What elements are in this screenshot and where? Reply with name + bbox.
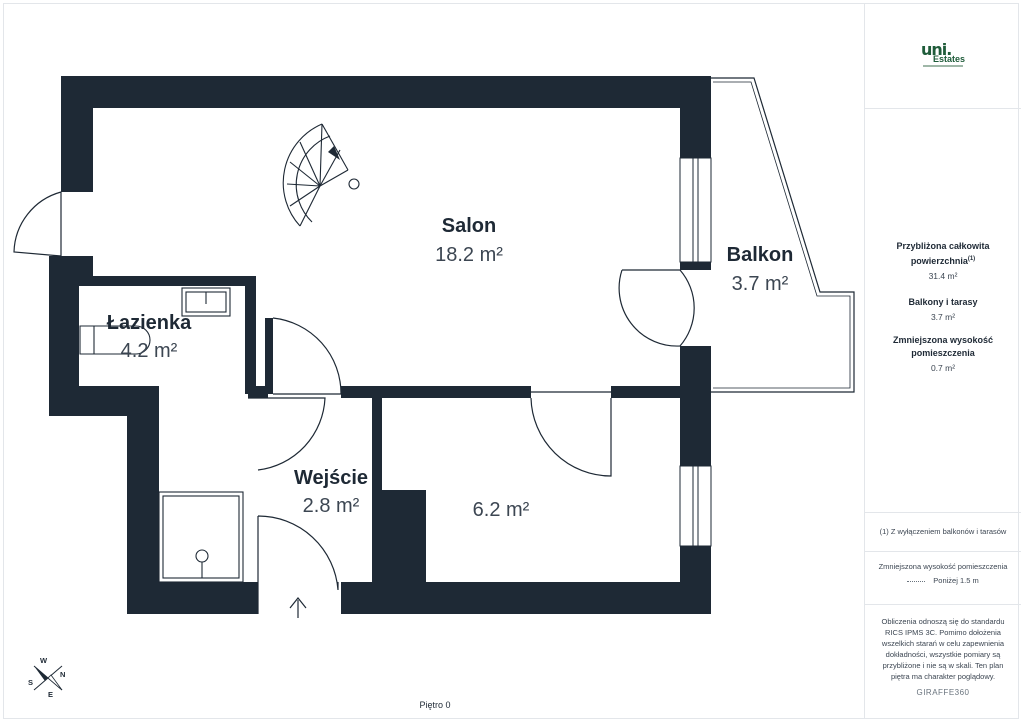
room-name-lazienka: Łazienka <box>107 312 192 334</box>
wall-bottom-left <box>127 582 258 614</box>
wall-right-mid2 <box>680 346 711 466</box>
legend-dotted-line <box>907 580 926 582</box>
wall-bottom-right <box>341 582 711 614</box>
door-balcony-swing <box>618 269 695 347</box>
logo-brand: Estates <box>933 54 966 64</box>
total-area-value: 31.4 m² <box>928 271 958 281</box>
compass: W N S E <box>26 656 70 700</box>
room-name-salon: Salon <box>442 215 496 237</box>
total-area-note-marker: (1) <box>967 256 976 262</box>
legend: Zmniejszona wysokość pomieszczenia Poniż… <box>865 550 1021 605</box>
disclaimer: Obliczenia odnoszą się do standardu RICS… <box>881 617 1005 681</box>
windows <box>679 157 712 547</box>
reduced-height-label: Zmniejszona wysokość pomieszczenia <box>892 335 994 358</box>
wall-bath-right <box>245 276 256 394</box>
page-frame <box>3 3 1019 719</box>
credit-logo: GIRAFFE360 <box>916 688 970 697</box>
room-labels: Salon 18.2 m² Balkon 3.7 m² Łazienka 4.2… <box>107 215 794 521</box>
room-area-lazienka: 4.2 m² <box>121 340 178 362</box>
wall-top <box>61 76 711 108</box>
balconies-value: 3.7 m² <box>930 312 956 322</box>
total-area-block: Przybliżona całkowita powierzchnia(1) 31… <box>865 240 1021 293</box>
doors <box>13 191 695 614</box>
legend-title: Zmniejszona wysokość pomieszczenia <box>878 562 1008 571</box>
walls <box>49 76 711 614</box>
total-area-label: Przybliżona całkowita powierzchnia <box>896 241 990 266</box>
wall-right-upper <box>680 76 711 158</box>
door-room-swing <box>530 391 612 477</box>
compass-e: E <box>48 690 54 699</box>
balconies-block: Balkony i tarasy 3.7 m² <box>865 296 1021 334</box>
room-area-room: 6.2 m² <box>473 499 530 521</box>
balcony-outline <box>711 77 855 393</box>
balconies-label: Balkony i tarasy <box>908 297 978 307</box>
compass-n: N <box>60 670 66 679</box>
room-name-balkon: Balkon <box>727 244 794 266</box>
wall-inner-v <box>265 318 273 394</box>
wall-inner-h2 <box>611 386 681 398</box>
bathroom-fixtures <box>79 287 244 583</box>
compass-rose-icon <box>33 665 63 691</box>
wall-bath-top <box>49 276 256 286</box>
entrance-arrow-icon <box>289 597 307 618</box>
door-left-swing <box>13 191 62 257</box>
window-room <box>679 465 712 547</box>
shower <box>158 491 244 583</box>
door-entrance-swing <box>257 515 339 614</box>
sidebar: uni. Estates Przybliżona całkowita powie… <box>864 4 1021 719</box>
reduced-height-block: Zmniejszona wysokość pomieszczenia 0.7 m… <box>865 334 1021 385</box>
room-area-wejscie: 2.8 m² <box>303 495 360 517</box>
legend-item: Poniżej 1.5 m <box>933 576 979 585</box>
bath-toilet <box>79 325 151 355</box>
window-salon <box>679 157 712 263</box>
spiral-stairs <box>282 123 360 227</box>
wall-left-upper <box>61 76 93 192</box>
area-summary: Przybliżona całkowita powierzchnia(1) 31… <box>865 108 1021 512</box>
footnote: (1) Z wyłączeniem balkonów i tarasów <box>865 512 1021 552</box>
logo-section: uni. Estates <box>865 4 1021 109</box>
reduced-height-value: 0.7 m² <box>930 363 956 373</box>
wall-left-joint <box>49 256 93 276</box>
wall-right-lower <box>680 546 711 614</box>
wall-inner-h3 <box>248 386 268 398</box>
compass-s: S <box>28 678 34 687</box>
wall-block <box>382 490 426 582</box>
compass-w: W <box>40 656 48 665</box>
logo-mark: uni. <box>921 40 952 59</box>
wall-right-mid1 <box>680 262 711 270</box>
room-name-wejscie: Wejście <box>294 467 368 489</box>
wall-inner-h1 <box>341 386 531 398</box>
floor-plan: Salon 18.2 m² Balkon 3.7 m² Łazienka 4.2… <box>13 76 855 618</box>
room-area-salon: 18.2 m² <box>435 244 503 266</box>
balcony-inner-outline <box>713 81 851 389</box>
logo-tagline-bar <box>923 65 963 67</box>
door-bath-swing <box>248 317 342 471</box>
room-area-balkon: 3.7 m² <box>732 273 789 295</box>
wall-inner-v2 <box>372 398 382 582</box>
wall-left-bottom <box>127 386 159 614</box>
bath-sink <box>181 287 231 317</box>
floor-label: Piętro 0 <box>419 700 451 710</box>
